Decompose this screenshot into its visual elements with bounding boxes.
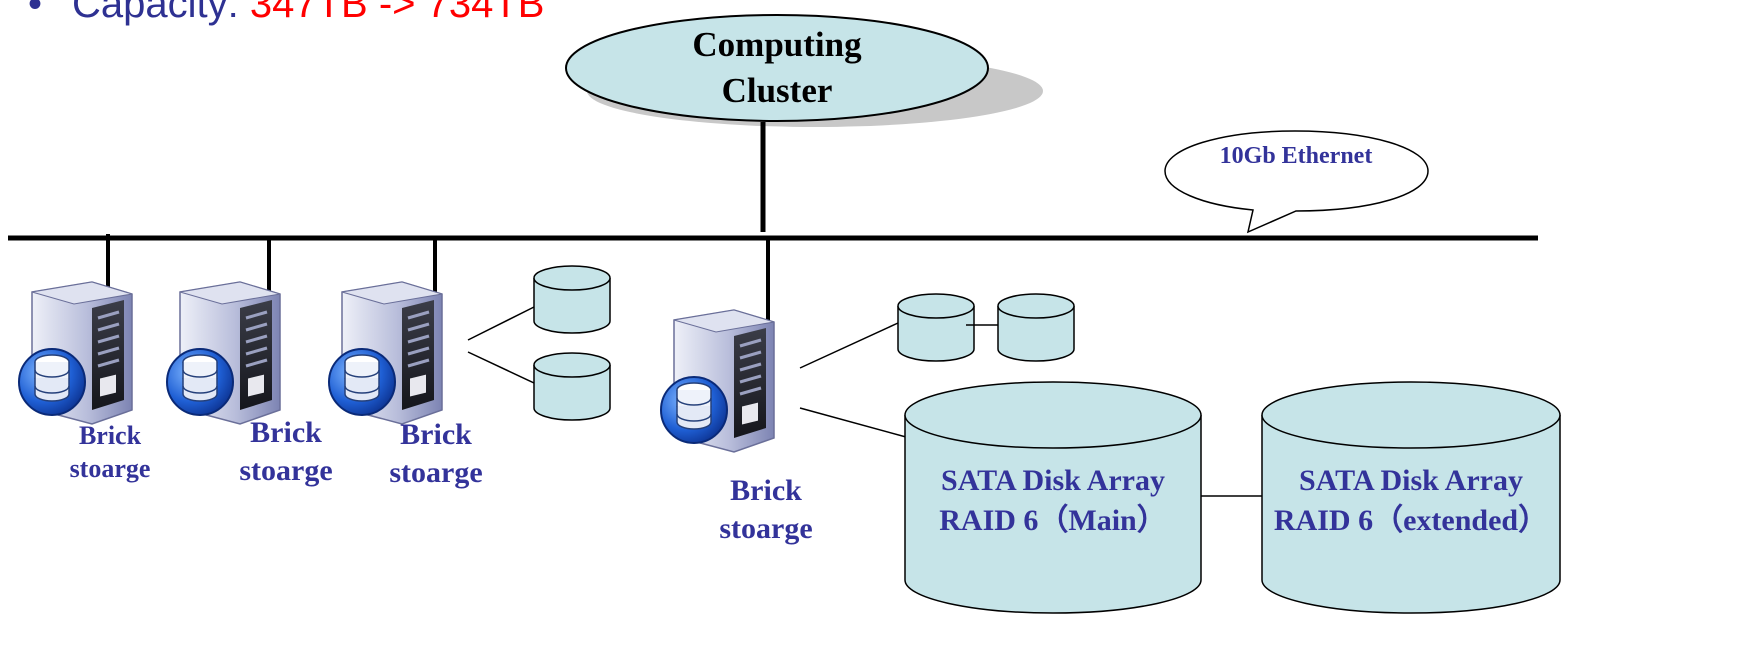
capacity-bullet: • [28, 0, 42, 26]
brick-server-2-icon [165, 280, 282, 426]
sata-array-extended: SATA Disk Array RAID 6（extended） [1261, 381, 1561, 614]
link-s3-disk-a [467, 306, 535, 341]
link-s4-array-main [799, 407, 907, 438]
brick-server-3-icon [327, 280, 444, 426]
computing-cluster-node: Computing Cluster [565, 14, 1043, 127]
sata-array-main: SATA Disk Array RAID 6（Main） [904, 381, 1202, 614]
brick-server-1-icon [17, 280, 134, 426]
link-s4-disk-c [799, 322, 899, 369]
brick-1-label-line1: Brick [79, 421, 142, 450]
brick-4-label-line2: stoarge [719, 512, 812, 545]
link-s3-disk-b [467, 351, 535, 384]
capacity-value: 347TB -> 734TB [250, 0, 545, 26]
array-main-line1: SATA Disk Array [941, 464, 1165, 497]
brick-2-label-line2: stoarge [239, 454, 332, 487]
brick-3-label-line2: stoarge [389, 456, 482, 489]
cluster-label-line1: Computing [692, 25, 862, 64]
capacity-prefix: Capacity: [72, 0, 250, 26]
disk-d-icon [997, 293, 1075, 362]
cluster-label-line2: Cluster [722, 71, 833, 110]
brick-1-label-line2: stoarge [70, 454, 151, 483]
brick-3-label-line1: Brick [400, 418, 472, 451]
disk-b-icon [533, 352, 611, 421]
network-callout: 10Gb Ethernet [1164, 130, 1429, 234]
array-extended-line2: RAID 6（extended） [1274, 503, 1548, 537]
network-callout-label: 10Gb Ethernet [1220, 143, 1373, 169]
capacity-header: • Capacity: 347TB -> 734TB [28, 0, 544, 26]
brick-2-label-line1: Brick [250, 416, 322, 449]
brick-server-4-icon [659, 308, 776, 454]
disk-a-icon [533, 265, 611, 334]
array-extended-line1: SATA Disk Array [1299, 464, 1523, 497]
disk-c-icon [897, 293, 975, 362]
array-main-line2: RAID 6（Main） [939, 503, 1167, 537]
brick-4-label-line1: Brick [730, 474, 802, 507]
